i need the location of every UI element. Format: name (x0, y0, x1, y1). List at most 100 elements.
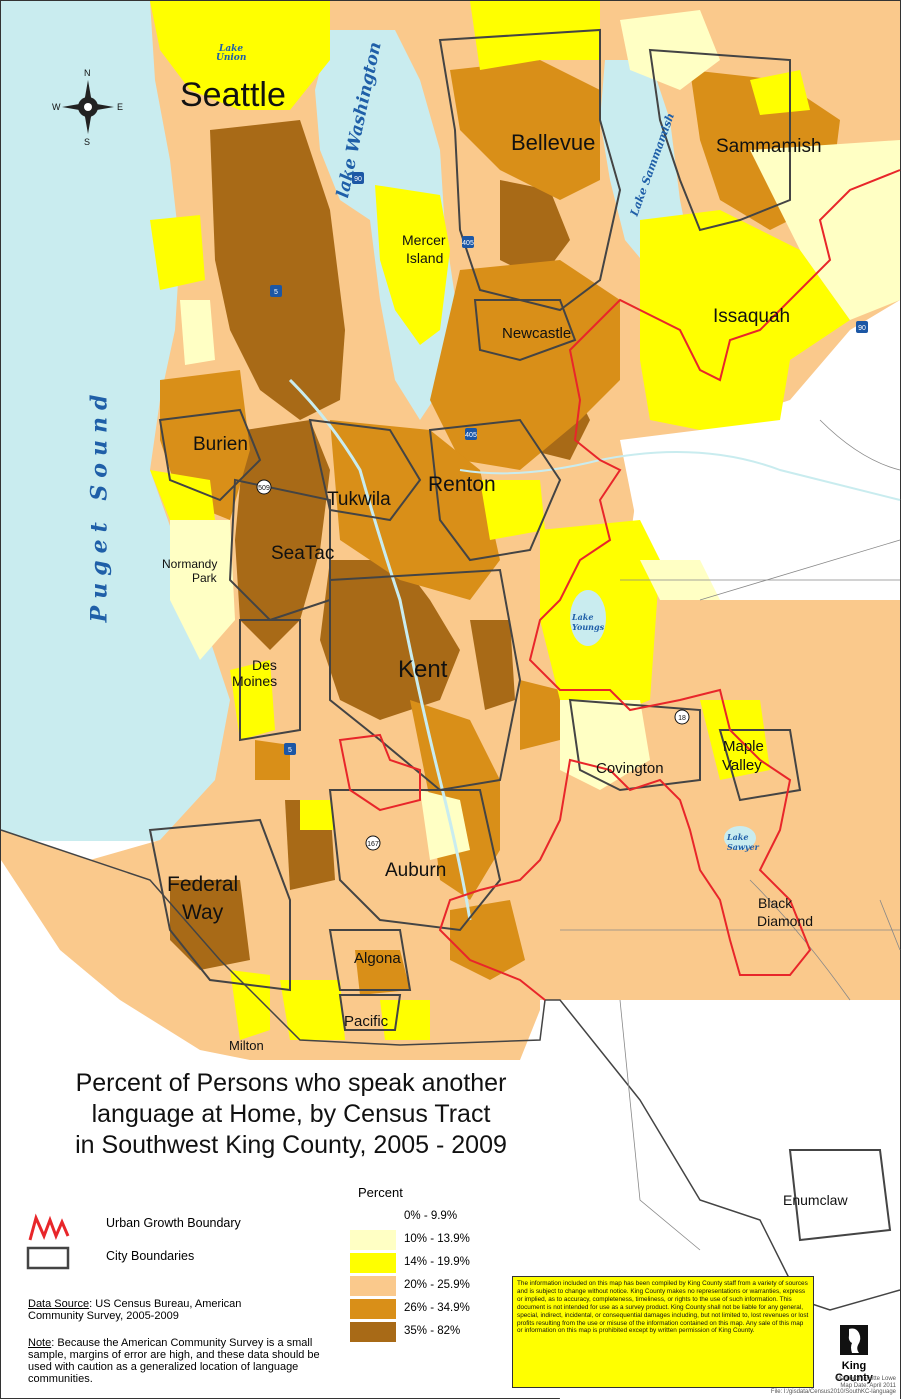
credit-date: Map Date: April 2011 (840, 1382, 896, 1389)
legend-ugb-label: Urban Growth Boundary (106, 1216, 241, 1230)
compass-e: E (117, 102, 124, 112)
label-bellevue: Bellevue (511, 130, 596, 155)
legend-city-symbol (26, 1246, 70, 1270)
highway-shield-sr18: 18 (674, 709, 690, 725)
svg-text:405: 405 (465, 432, 477, 439)
highway-shield-i90-west: 90 (352, 172, 364, 184)
highway-shield-i5-north: 5 (270, 285, 282, 297)
label-normandy-1: Normandy (162, 557, 218, 571)
city-boundaries (148, 28, 892, 1242)
lake-youngs-water (570, 590, 606, 646)
urban-growth-boundary (438, 169, 901, 1001)
data-note-text: : Because the American Community Survey … (28, 1337, 320, 1385)
svg-text:90: 90 (858, 325, 866, 332)
label-normandy-2: Park (192, 571, 217, 585)
svg-text:90: 90 (354, 176, 362, 183)
label-algona: Algona (354, 950, 401, 967)
highway-shield-sr167: 167 (365, 835, 381, 851)
label-sammamish: Sammamish (716, 136, 822, 157)
label-lake-union-1: Lake (219, 44, 244, 54)
tracts-10-13 (170, 10, 900, 860)
label-pacific: Pacific (344, 1013, 389, 1030)
highway-shield-i90-east: 90 (856, 321, 868, 333)
highway-shield-i405-north: 405 (462, 236, 474, 248)
disclaimer-box: The information included on this map has… (512, 1276, 814, 1388)
lake-sawyer-water (724, 826, 756, 850)
legend-swatch (350, 1322, 396, 1342)
label-enumclaw: Enumclaw (783, 1192, 848, 1208)
label-newcastle: Newcastle (502, 325, 572, 342)
data-source-text: : US Census Bureau, American Community S… (28, 1298, 242, 1322)
highway-shield-i5-south: 5 (284, 743, 296, 755)
label-auburn: Auburn (385, 860, 447, 881)
data-source-heading: Data Source (28, 1298, 90, 1310)
map-title-line-2: language at Home, by Census Tract (91, 1100, 491, 1128)
king-county-emblem-icon (840, 1325, 868, 1355)
label-lake-union-2: Union (216, 53, 247, 63)
map-credits: Map by: Nanette Lowe Map Date: April 201… (760, 1376, 896, 1396)
label-burien: Burien (193, 434, 248, 455)
label-mercer-2: Island (406, 250, 444, 266)
compass-n: N (84, 68, 91, 78)
legend-ugb-symbol (28, 1213, 70, 1241)
label-puget-sound: Puget Sound (86, 387, 113, 623)
road-network (560, 419, 901, 1251)
label-blackdiamond-1: Black (758, 895, 793, 911)
label-federalway-2: Way (182, 901, 224, 924)
map-title: Percent of Persons who speak another lan… (0, 1068, 582, 1161)
highway-shield-i405-south: 405 (465, 428, 477, 440)
cedar-river (459, 451, 901, 501)
legend-swatch (350, 1299, 396, 1319)
legend-swatch (350, 1207, 396, 1227)
legend-swatch (350, 1230, 396, 1250)
label-blackdiamond-2: Diamond (757, 913, 814, 929)
label-seatac: SeaTac (271, 543, 335, 564)
svg-text:167: 167 (367, 841, 379, 848)
map-title-line-1: Percent of Persons who speak another (75, 1069, 507, 1097)
tracts-14-19 (150, 1, 850, 1040)
label-mercer-1: Mercer (402, 232, 446, 248)
label-issaquah: Issaquah (713, 306, 791, 327)
urban-growth-boundary-west (338, 733, 421, 812)
label-maplevalley-1: Maple (723, 738, 764, 755)
svg-text:5: 5 (288, 747, 292, 754)
mercer-island-land (375, 185, 450, 345)
legend-class-label: 26% - 34.9% (404, 1302, 470, 1314)
highway-shield-sr509: 509 (256, 479, 272, 495)
legend-class-label: 20% - 25.9% (404, 1279, 470, 1291)
label-desmoines-1: Des (252, 657, 277, 673)
label-kent: Kent (398, 656, 448, 683)
data-source: Data Source: US Census Bureau, American … (28, 1298, 288, 1322)
compass-s: S (84, 137, 91, 147)
legend-city-label: City Boundaries (106, 1249, 195, 1263)
rural-area (620, 430, 900, 600)
legend-swatch (350, 1276, 396, 1296)
label-lake-youngs: Lake Youngs (572, 612, 605, 632)
legend-class-label: 35% - 82% (404, 1325, 461, 1337)
king-county-logo: King County (824, 1325, 884, 1384)
green-river (288, 378, 472, 921)
legend-title: Percent (358, 1185, 403, 1200)
compass-w: W (52, 102, 61, 112)
data-note-heading: Note (28, 1337, 52, 1349)
label-lake-sawyer: Lake Sawyer (727, 832, 759, 852)
highway-shields: 90 5 405 509 18 167 90 405 5 (256, 172, 868, 851)
credit-file: File: I:/gisdata/Census2010/SouthKC-lang… (770, 1389, 896, 1396)
data-note: Note: Because the American Community Sur… (28, 1337, 328, 1385)
tracts-35-82 (170, 120, 590, 970)
legend-class-label: 10% - 13.9% (404, 1233, 470, 1245)
label-seattle: Seattle (180, 76, 286, 114)
map-title-line-3: in Southwest King County, 2005 - 2009 (75, 1131, 507, 1159)
compass-rose (62, 80, 114, 134)
credit-author: Map by: Nanette Lowe (835, 1376, 896, 1382)
label-desmoines-2: Moines (232, 673, 278, 689)
legend-swatch (350, 1253, 396, 1273)
svg-text:18: 18 (678, 715, 686, 722)
label-federalway-1: Federal (167, 873, 239, 896)
label-maplevalley-2: Valley (722, 757, 762, 774)
label-milton: Milton (229, 1038, 264, 1053)
svg-text:405: 405 (462, 240, 474, 247)
legend-class-label: 0% - 9.9% (404, 1210, 458, 1222)
label-tukwila: Tukwila (327, 489, 391, 510)
